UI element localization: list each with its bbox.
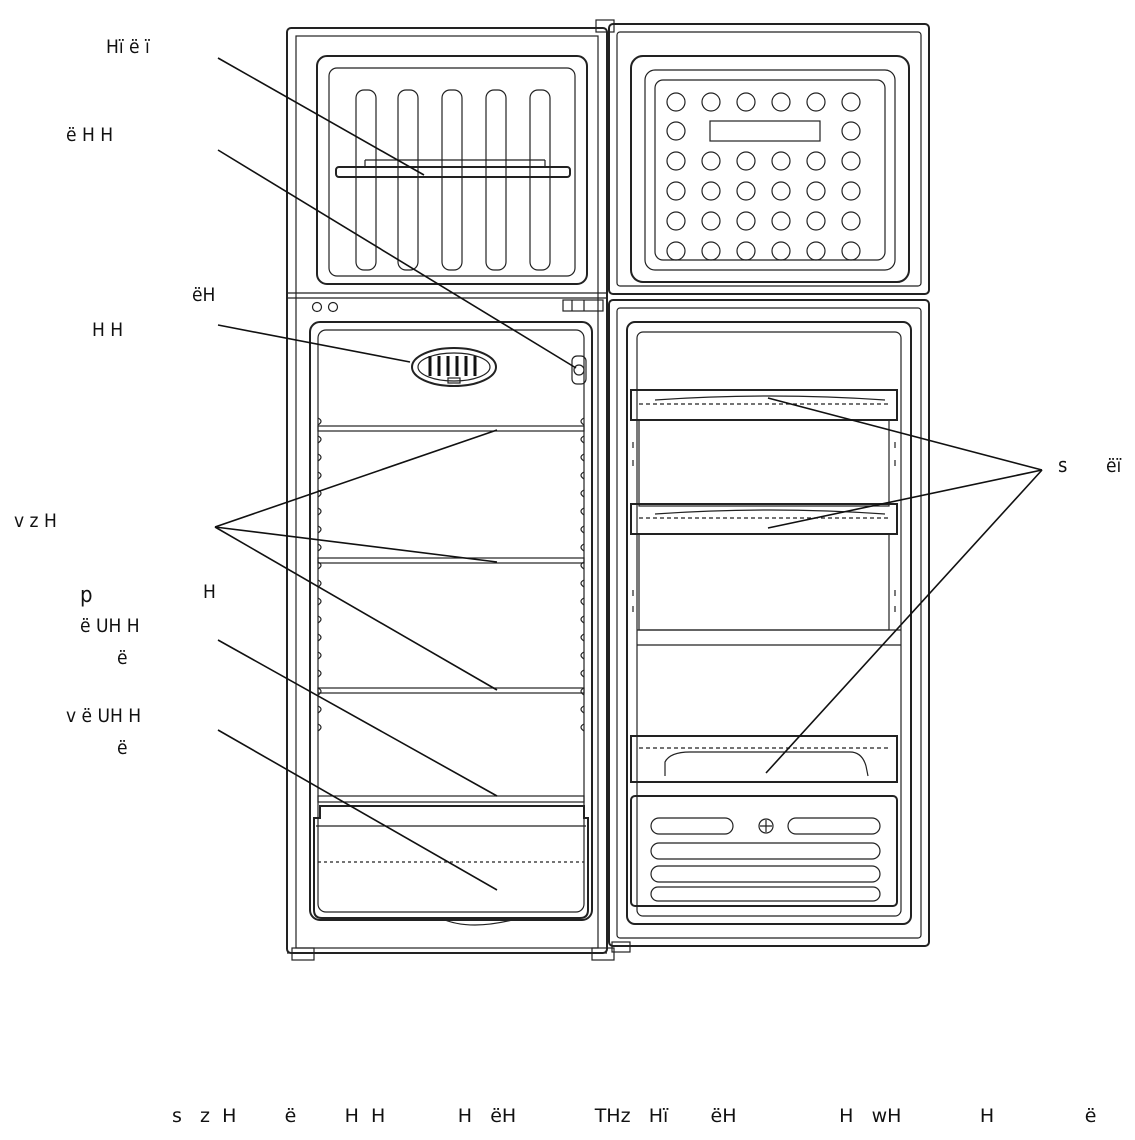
- egg-tray-cups: [666, 92, 861, 261]
- callout-labels: Hï ë ï ë H H ëH H H v z H p H ë UH H ë v…: [14, 36, 1122, 759]
- door-bins: [630, 389, 901, 783]
- fridge-shelves: [317, 425, 585, 803]
- left-fridge-cabinet: [286, 27, 615, 961]
- leader-lines: [214, 57, 1043, 891]
- interior-light: [411, 347, 497, 387]
- label-door-bins-b: ëï: [1106, 455, 1122, 477]
- thermostat-dial: [571, 355, 587, 385]
- label-door-bins-a: s: [1058, 453, 1067, 477]
- label-light-line1: ëH: [192, 284, 215, 306]
- door-hinges: [562, 19, 631, 953]
- label-shelves: v z H: [14, 510, 57, 532]
- label-freezer-shelf: Hï ë ï: [106, 36, 150, 58]
- label-crisper-cover-line3: ë UH H: [80, 615, 140, 637]
- label-light-line2: H H: [92, 319, 123, 341]
- fridge-door: [608, 299, 930, 947]
- freezer-door: [608, 23, 930, 295]
- label-crisper-cover-line4: ë: [117, 647, 128, 669]
- label-crisper-cover-line1: p: [80, 583, 93, 608]
- label-crisper-cover-line2: H: [203, 581, 216, 603]
- freezer-shelf: [335, 159, 571, 178]
- shelf-support-rails: [317, 417, 585, 732]
- label-thermostat: ë H H: [66, 124, 113, 146]
- fridge-compartment: [309, 321, 593, 921]
- control-knobs: [311, 301, 339, 313]
- label-crisper-line2: ë: [117, 737, 128, 759]
- crisper-drawer: [313, 805, 589, 926]
- label-crisper-line1: v ë UH H: [66, 705, 141, 727]
- door-grille: [620, 795, 926, 947]
- freezer-compartment: [316, 55, 588, 285]
- figure-caption: s z H ë H H H ëH THz Hï ëH H wH H ë V: [172, 1105, 1135, 1127]
